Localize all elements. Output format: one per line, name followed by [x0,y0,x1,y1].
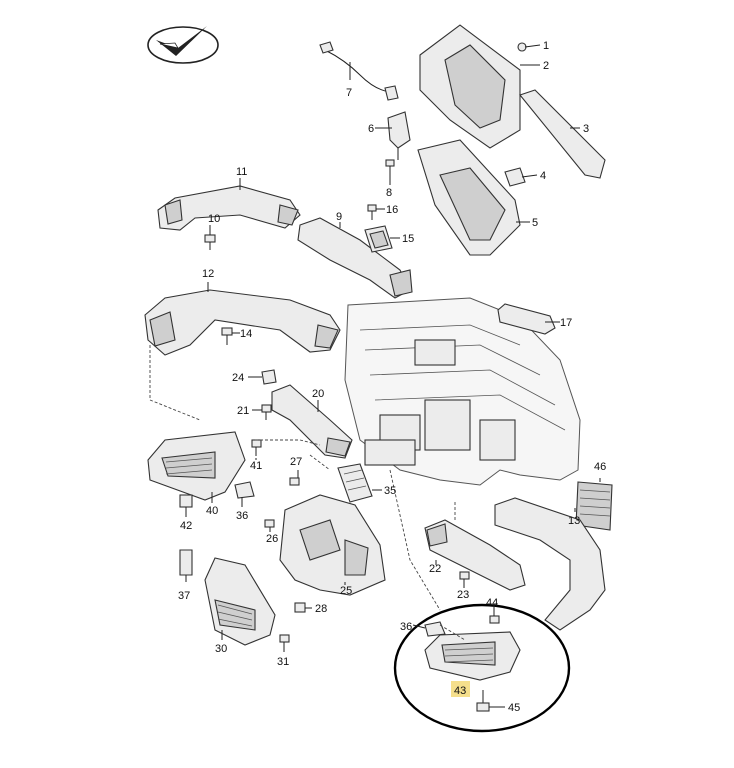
part-36-clip-left [234,481,255,499]
part-21-screw [261,404,272,420]
part-8-screw [385,159,395,178]
callout-23: 23 [457,589,469,601]
part-43-vent [424,631,521,681]
part-44-screw [489,615,500,624]
check-arrow-logo-icon [147,26,219,64]
part-27-screw [289,477,300,486]
callout-7: 7 [346,87,352,99]
part-31-screw [279,634,290,652]
callout-2: 2 [543,60,549,72]
part-36-clip-right [424,621,446,637]
part-35-vent [337,463,373,503]
part-40-vent [147,431,246,501]
part-6-sensor [387,111,411,160]
callout-4: 4 [540,170,546,182]
part-20-duct [271,384,353,459]
part-17-panel [497,303,556,335]
callout-44: 44 [486,597,498,609]
callout-45: 45 [508,702,520,714]
part-15-vent [364,225,393,253]
part-41-screw [251,439,262,456]
part-2-housing [419,24,527,149]
callout-6: 6 [368,123,374,135]
callout-37: 37 [178,590,190,602]
part-37-connector [179,549,193,582]
callout-13: 13 [568,515,580,527]
dashed-guides [149,345,466,641]
part-9-duct [297,217,413,299]
callout-40: 40 [206,505,218,517]
callout-35: 35 [384,485,396,497]
callout-30: 30 [215,643,227,655]
callout-9: 9 [336,211,342,223]
callout-1: 5 [532,217,538,229]
part-4-clip [504,167,526,187]
part-26-screw [264,519,275,528]
callout-42: 42 [180,520,192,532]
part-22-duct [424,519,526,591]
callout-17: 17 [560,317,572,329]
callout-leaders [185,44,601,708]
part-25-bracket [279,494,386,596]
callout-20: 20 [312,388,324,400]
part-11-duct [157,185,301,231]
part-3-strip [519,89,606,179]
part-30-vent [204,557,276,646]
callout-5: 1 [543,40,549,52]
callout-24: 24 [232,372,244,384]
callout-3: 3 [583,123,589,135]
callout-22: 22 [429,563,441,575]
part-10-screw [204,234,216,250]
callout-43: 43 [454,685,466,697]
callout-36-left: 36 [236,510,248,522]
callout-10: 10 [208,213,220,225]
part-42-clip [179,494,193,508]
part-12-duct [144,289,341,356]
part-46-filter [575,481,613,531]
callout-41: 41 [250,460,262,472]
callout-16: 16 [386,204,398,216]
callout-46: 46 [594,461,606,473]
callouts: 1 2 3 4 5 6 7 8 9 10 11 12 13 14 15 16 1… [178,40,606,714]
callout-21: 21 [237,405,249,417]
part-13-duct [494,497,606,631]
callout-27: 27 [290,456,302,468]
highlight-ring [393,603,571,733]
part-14-screw [221,327,233,345]
part-23-screw [459,571,470,580]
part-45-screw [476,690,490,712]
part-1-glovebox [417,139,521,256]
part-16-screw [367,204,377,220]
callout-11: 11 [236,166,247,178]
callout-26: 26 [266,533,278,545]
callout-12: 12 [202,268,214,280]
callout-8: 8 [386,187,392,199]
part-7-cable [319,41,399,101]
part-28-clip [294,602,306,613]
callout-15: 15 [402,233,414,245]
dashboard-carrier [344,297,581,486]
callout-43-highlight [451,681,470,697]
callout-25: 25 [340,585,352,597]
callout-14: 14 [240,328,252,340]
part-24-clip [261,369,277,385]
callout-31: 31 [277,656,289,668]
callout-28: 28 [315,603,327,615]
callout-36-right: 36 [400,621,412,633]
